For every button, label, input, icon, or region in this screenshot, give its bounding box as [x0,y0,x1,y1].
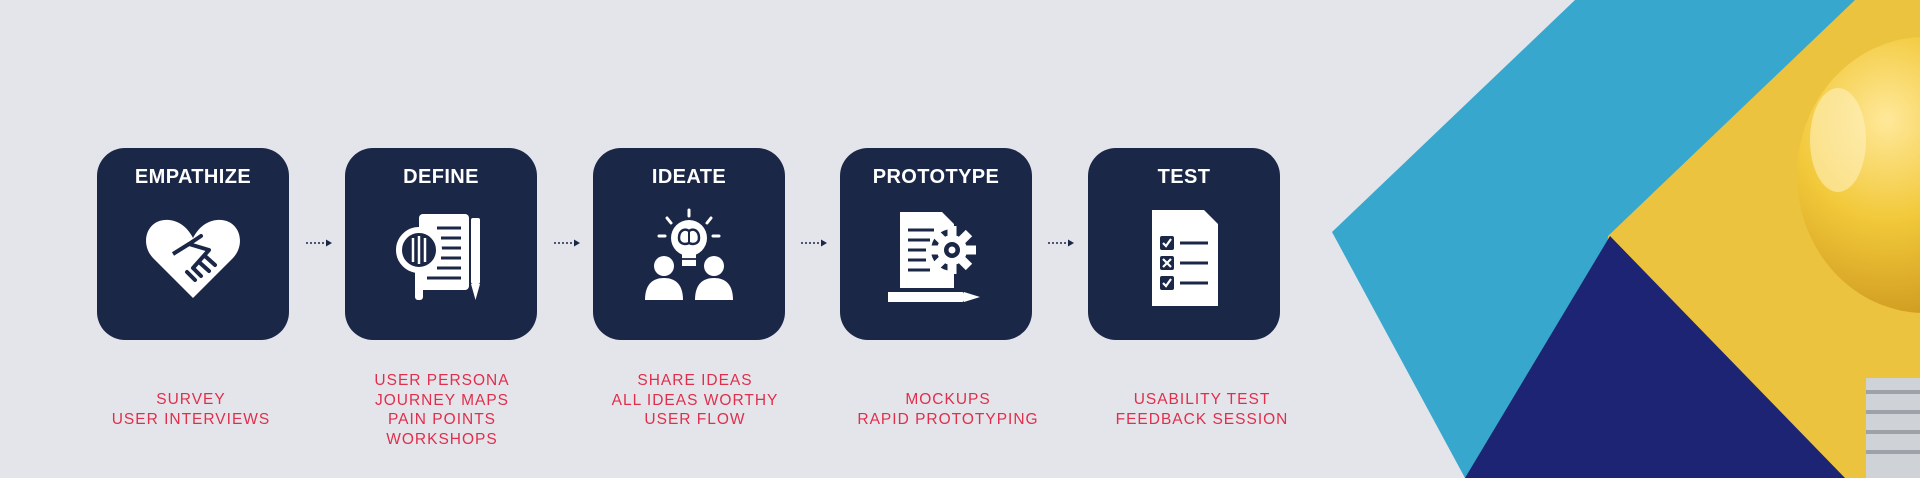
navy-triangle-shape [1465,236,1845,478]
step-define: DEFINE [345,148,537,340]
step-prototype: PROTOTYPE [840,148,1032,340]
step-title: PROTOTYPE [872,166,1000,188]
document-gear-pencil-icon [888,212,980,302]
description-line: SURVEY [156,391,226,408]
flow-arrow [554,239,580,247]
description-line: MOCKUPS [905,391,991,408]
description-line: USER FLOW [644,411,746,428]
magnifier-document-icon [396,214,480,300]
description-line: RAPID PROTOTYPING [857,410,1039,428]
step-title: DEFINE [403,166,479,188]
handshake-heart-icon [146,219,240,298]
description-line: SHARE IDEAS [637,372,753,389]
define-description: USER PERSONA JOURNEY MAPS PAIN POINTS WO… [322,371,562,449]
prototype-description: MOCKUPS RAPID PROTOTYPING [828,390,1068,429]
empathize-description: SURVEY USER INTERVIEWS [71,390,311,429]
brain-lightbulb-people-icon [645,208,733,300]
description-line: WORKSHOPS [386,430,498,448]
lightbulb-image [1797,37,1920,478]
flow-arrow [1048,239,1074,247]
description-line: FEEDBACK SESSION [1115,410,1289,428]
description-line: JOURNEY MAPS [374,391,510,409]
step-title: IDEATE [651,166,727,188]
description-line: USER PERSONA [374,372,510,389]
ideate-description: SHARE IDEAS ALL IDEAS WORTHY USER FLOW [575,371,815,430]
step-title: TEST [1157,166,1211,188]
description-line: USABILITY TEST [1133,391,1271,408]
checklist-icon [1152,210,1218,306]
step-empathize: EMPATHIZE [97,148,289,340]
test-description: USABILITY TEST FEEDBACK SESSION [1082,390,1322,429]
description-line: USER INTERVIEWS [111,410,271,428]
step-test: TEST [1088,148,1280,340]
step-ideate: IDEATE [593,148,785,340]
description-line: ALL IDEAS WORTHY [611,391,779,409]
step-title: EMPATHIZE [134,166,252,188]
flow-arrow [306,239,332,247]
flow-arrow [801,239,827,247]
description-line: PAIN POINTS [387,411,497,428]
